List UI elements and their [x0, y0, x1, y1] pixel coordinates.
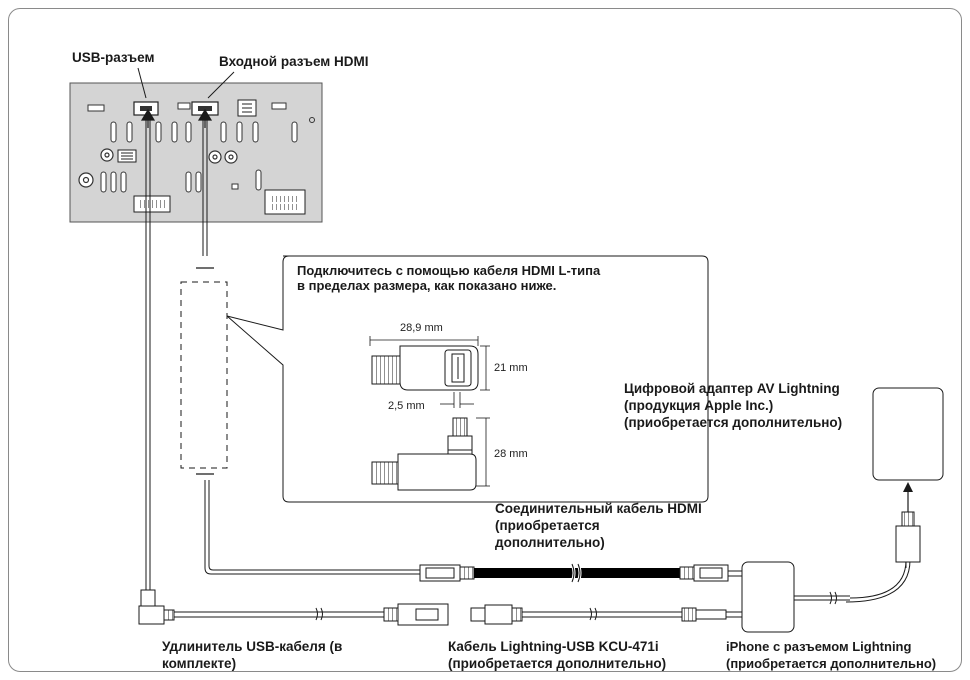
dimension-lines	[369, 336, 490, 487]
usb-extension-label: Удлинитель USB-кабеля (в комплекте)	[162, 639, 343, 671]
cable-length-range	[180, 281, 228, 469]
iphone-label: iPhone с разъемом Lightning (приобретает…	[726, 639, 937, 671]
dim-height-bottom: 28 mm	[494, 448, 528, 460]
label-pointers	[137, 67, 235, 99]
diagram-frame	[8, 8, 962, 672]
hdmi-cable	[419, 563, 744, 583]
usb-port-label: USB-разъем	[72, 50, 155, 65]
av-adapter-label: Цифровой адаптер AV Lightning (продукция…	[624, 381, 843, 430]
hdmi-cable-label: Соединительный кабель HDMI (приобретаетс…	[495, 501, 702, 550]
head-unit-rear-panel	[69, 82, 323, 223]
hdmi-l-connector-side	[371, 417, 477, 491]
dim-height-top: 21 mm	[494, 362, 528, 374]
port-arrows	[140, 108, 213, 128]
callout-note: Подключитесь с помощью кабеля HDMI L-тип…	[297, 263, 601, 293]
av-adapter	[741, 482, 921, 633]
iphone-device	[872, 387, 944, 481]
hdmi-l-connector-top	[371, 345, 479, 391]
hdmi-input-label: Входной разъем HDMI	[219, 54, 369, 69]
hdmi-cable-route	[196, 116, 420, 575]
dim-width: 28,9 mm	[400, 322, 443, 334]
lightning-usb-label: Кабель Lightning-USB KCU-471i (приобрета…	[448, 639, 667, 671]
dim-offset: 2,5 mm	[388, 400, 425, 412]
lightning-usb-cable	[470, 604, 744, 625]
usb-extension-cable	[138, 116, 449, 626]
